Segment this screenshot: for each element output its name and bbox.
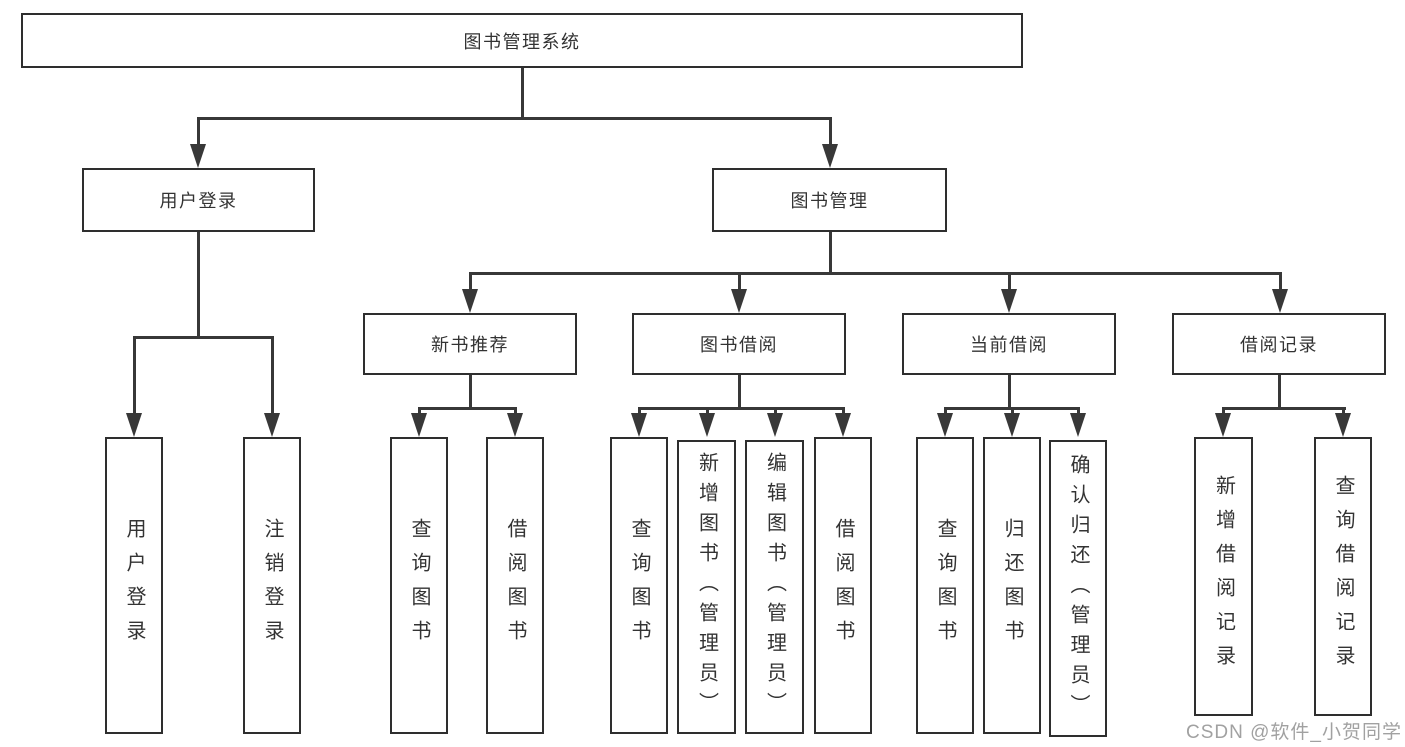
arrow-down-icon xyxy=(699,408,715,437)
node-book-borrow: 图书借阅 xyxy=(632,313,846,375)
node-query-books-current-label: 查询图书 xyxy=(934,517,956,654)
connector-current-borrow-drop xyxy=(1007,375,1011,408)
node-query-books-recommend-label: 查询图书 xyxy=(408,517,430,654)
arrow-down-icon xyxy=(822,118,838,168)
node-query-borrow-record: 查询借阅记录 xyxy=(1314,437,1372,716)
connector-root-rail xyxy=(196,116,832,120)
node-query-books-current: 查询图书 xyxy=(916,437,974,734)
arrow-down-icon xyxy=(411,408,427,437)
arrow-down-icon xyxy=(1070,408,1086,437)
node-return-book-label: 归还图书 xyxy=(1001,517,1023,654)
connector-user-login-rail xyxy=(132,335,274,339)
node-book-management: 图书管理 xyxy=(712,168,947,232)
connector-book-management-rail xyxy=(468,271,1282,275)
node-confirm-return-admin: 确认归还（管理员） xyxy=(1049,440,1107,737)
node-return-book: 归还图书 xyxy=(983,437,1041,734)
node-borrow-books-recommend-label: 借阅图书 xyxy=(504,517,526,654)
arrow-down-icon xyxy=(507,408,523,437)
node-user-login: 用户登录 xyxy=(82,168,315,232)
arrow-down-icon xyxy=(264,337,280,437)
node-root-label: 图书管理系统 xyxy=(463,31,581,52)
node-edit-book-admin-label: 编辑图书（管理员） xyxy=(763,452,786,722)
connector-new-book-recommend-drop xyxy=(468,375,472,408)
arrow-down-icon xyxy=(1215,408,1231,437)
node-logout-label: 注销登录 xyxy=(261,517,283,654)
node-borrow-books-leaf: 借阅图书 xyxy=(814,437,872,734)
node-confirm-return-admin-label: 确认归还（管理员） xyxy=(1067,453,1089,724)
arrow-down-icon xyxy=(731,273,747,313)
connector-root-drop xyxy=(520,68,524,118)
connector-new-book-recommend-rail xyxy=(417,406,517,410)
node-query-books-borrow: 查询图书 xyxy=(610,437,668,734)
connector-user-login-drop xyxy=(196,232,200,337)
node-user-login-leaf: 用户登录 xyxy=(105,437,163,734)
node-user-login-label: 用户登录 xyxy=(159,191,238,211)
connector-borrow-records-drop xyxy=(1277,375,1281,408)
node-borrow-books-leaf-label: 借阅图书 xyxy=(832,517,854,654)
node-borrow-records-label: 借阅记录 xyxy=(1240,335,1318,355)
node-add-book-admin-label: 新增图书（管理员） xyxy=(695,452,718,722)
node-logout: 注销登录 xyxy=(243,437,301,734)
connector-borrow-records-rail xyxy=(1221,406,1346,410)
connector-book-management-drop xyxy=(828,232,832,273)
node-book-borrow-label: 图书借阅 xyxy=(700,335,778,355)
connector-book-borrow-rail xyxy=(637,406,845,410)
node-add-borrow-record: 新增借阅记录 xyxy=(1194,437,1253,716)
arrow-down-icon xyxy=(1335,408,1351,437)
node-borrow-records: 借阅记录 xyxy=(1172,313,1386,375)
node-add-borrow-record-label: 新增借阅记录 xyxy=(1212,474,1235,679)
arrow-down-icon xyxy=(1001,273,1017,313)
arrow-down-icon xyxy=(631,408,647,437)
node-add-book-admin: 新增图书（管理员） xyxy=(677,440,736,734)
arrow-down-icon xyxy=(126,337,142,437)
node-query-borrow-record-label: 查询借阅记录 xyxy=(1332,474,1354,679)
node-user-login-leaf-label: 用户登录 xyxy=(123,517,145,654)
connector-book-borrow-drop xyxy=(737,375,741,408)
arrow-down-icon xyxy=(190,118,206,168)
arrow-down-icon xyxy=(1004,408,1020,437)
node-new-book-recommend-label: 新书推荐 xyxy=(431,335,509,355)
node-current-borrow: 当前借阅 xyxy=(902,313,1116,375)
node-edit-book-admin: 编辑图书（管理员） xyxy=(745,440,804,734)
node-query-books-borrow-label: 查询图书 xyxy=(628,517,650,654)
node-query-books-recommend: 查询图书 xyxy=(390,437,448,734)
node-root: 图书管理系统 xyxy=(21,13,1023,68)
arrow-down-icon xyxy=(835,408,851,437)
arrow-down-icon xyxy=(1272,273,1288,313)
node-current-borrow-label: 当前借阅 xyxy=(970,335,1048,355)
node-borrow-books-recommend: 借阅图书 xyxy=(486,437,544,734)
node-new-book-recommend: 新书推荐 xyxy=(363,313,577,375)
arrow-down-icon xyxy=(767,408,783,437)
arrow-down-icon xyxy=(462,273,478,313)
node-book-management-label: 图书管理 xyxy=(790,191,869,211)
csdn-watermark: CSDN @软件_小贺同学 xyxy=(1186,722,1402,743)
arrow-down-icon xyxy=(937,408,953,437)
